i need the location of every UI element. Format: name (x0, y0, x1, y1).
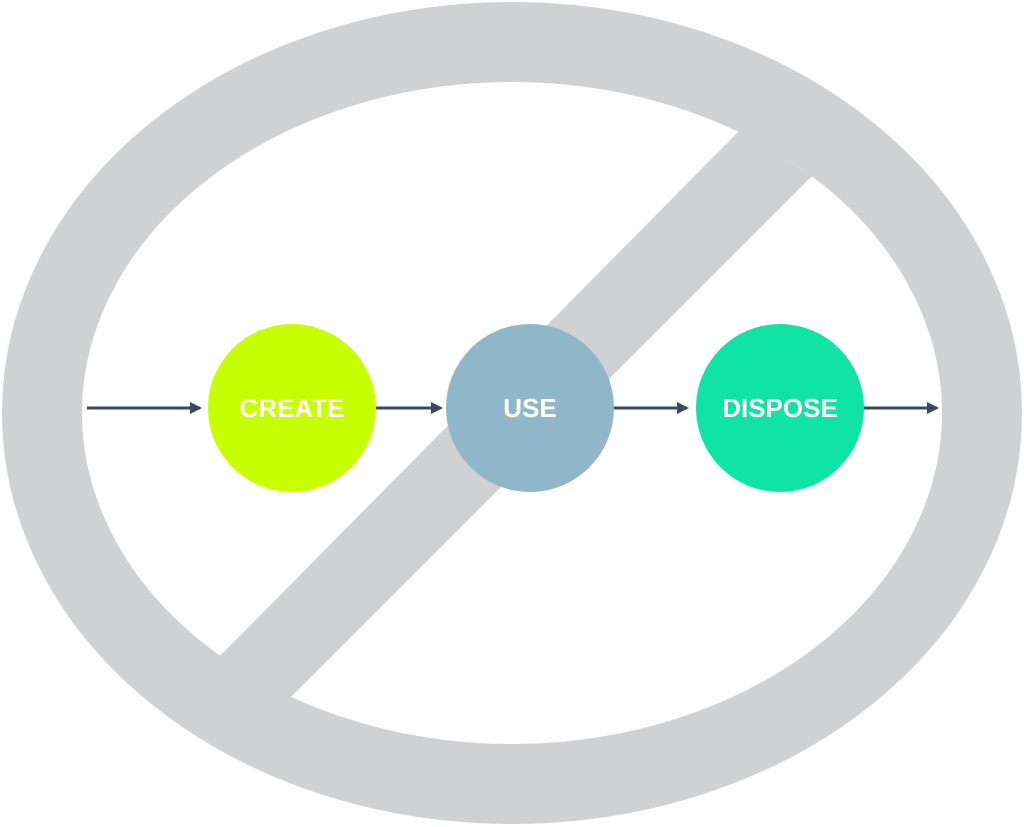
stage-dispose-label: DISPOSE (722, 393, 838, 423)
stage-use: USE (446, 324, 614, 492)
stage-use-label: USE (503, 393, 556, 423)
stage-dispose: DISPOSE (696, 324, 864, 492)
stage-create: CREATE (208, 324, 376, 492)
stage-dispose-circle (696, 324, 864, 492)
stage-create-label: CREATE (240, 393, 345, 423)
stage-use-circle (446, 324, 614, 492)
stage-create-circle (208, 324, 376, 492)
